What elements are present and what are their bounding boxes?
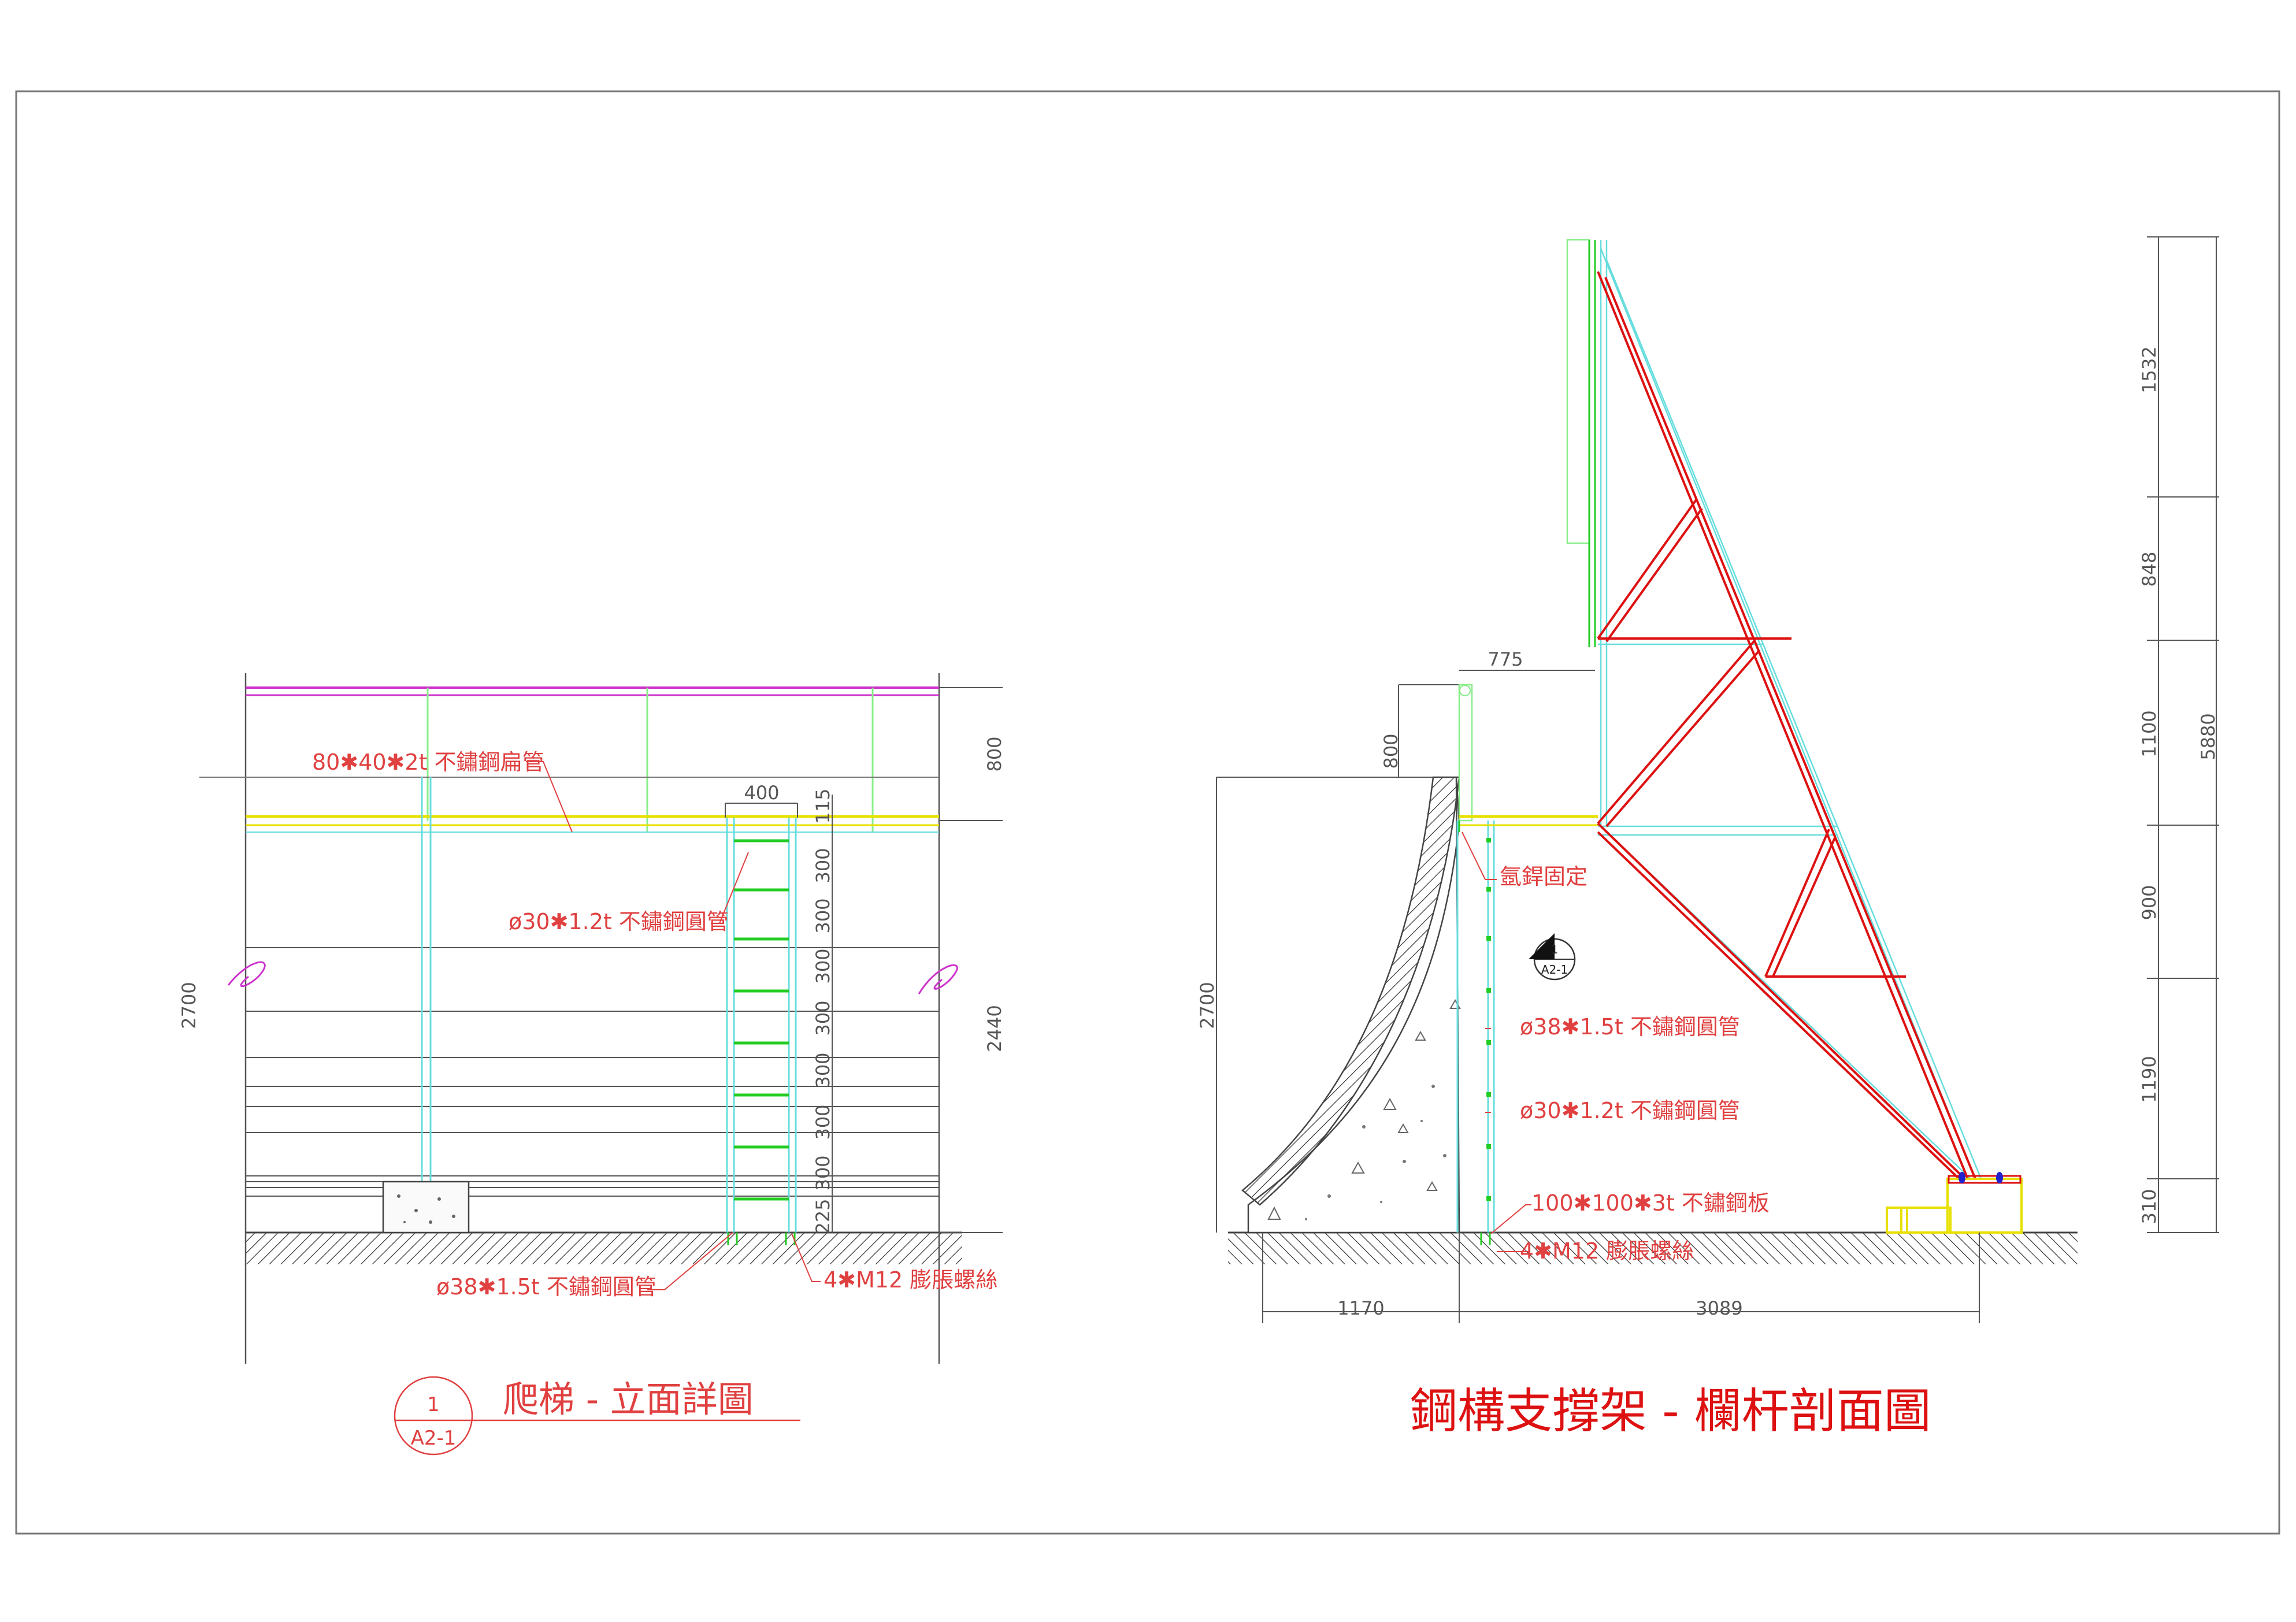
steel-truss bbox=[1597, 271, 1976, 1180]
section-marker-number: 1 bbox=[1551, 942, 1559, 956]
left-dimensions: 2700 2440 800 400 115 300 300 300 300 30… bbox=[178, 736, 1006, 1234]
dim-base-right: 3089 bbox=[1696, 1297, 1742, 1319]
note-right-rail-pipe: ø38✱1.5t 不鏽鋼圓管 bbox=[1520, 1014, 1740, 1040]
left-tag-sheet: A2-1 bbox=[411, 1427, 457, 1450]
ground-hatch-right bbox=[1228, 1233, 2078, 1264]
left-title-block: 1 A2-1 爬梯 - 立面詳圖 bbox=[394, 1376, 800, 1456]
dim-ladder-width: 400 bbox=[744, 782, 779, 804]
section-marker: 1 A2-1 bbox=[1529, 933, 1576, 981]
note-right-rung-pipe: ø30✱1.2t 不鏽鋼圓管 bbox=[1520, 1098, 1740, 1123]
dim-rung-5: 300 bbox=[812, 1052, 834, 1087]
break-symbol bbox=[227, 961, 266, 988]
dim-rung-6: 300 bbox=[812, 1104, 834, 1140]
note-rail-pipe: ø38✱1.5t 不鏽鋼圓管 bbox=[436, 1274, 656, 1300]
dim-rung-4: 300 bbox=[812, 1000, 834, 1035]
note-flat-pipe: 80✱40✱2t 不鏽鋼扁管 bbox=[312, 749, 544, 775]
note-rung-pipe: ø30✱1.2t 不鏽鋼圓管 bbox=[509, 909, 729, 934]
dim-overall: 5880 bbox=[2197, 713, 2219, 760]
dim-wall-height: 2700 bbox=[1196, 982, 1218, 1029]
dim-seg-4: 900 bbox=[2138, 885, 2160, 920]
dim-seg-1: 1532 bbox=[2138, 346, 2160, 393]
sheet-border bbox=[15, 90, 2280, 1535]
note-right-anchor-bolt: 4✱M12 膨脹螺絲 bbox=[1520, 1238, 1694, 1264]
dim-rung-7: 300 bbox=[812, 1155, 834, 1190]
note-anchor-bolt: 4✱M12 膨脹螺絲 bbox=[824, 1267, 997, 1293]
dim-total-height: 2700 bbox=[178, 982, 200, 1029]
dim-rung-1: 300 bbox=[812, 848, 834, 883]
dim-seg-6: 310 bbox=[2138, 1189, 2160, 1224]
concrete-footing bbox=[382, 1181, 470, 1234]
dim-rail-height: 800 bbox=[984, 736, 1006, 771]
dim-lower-height: 2440 bbox=[984, 1005, 1006, 1052]
ground-hatch-left bbox=[246, 1233, 962, 1264]
section-marker-sheet: A2-1 bbox=[1541, 963, 1568, 977]
note-weld: 氬銲固定 bbox=[1500, 864, 1587, 889]
support-section: 1 A2-1 bbox=[1216, 236, 2219, 1323]
right-notes: 氬銲固定 ø38✱1.5t 不鏽鋼圓管 ø30✱1.2t 不鏽鋼圓管 100✱1… bbox=[1500, 864, 1770, 1264]
dim-top-gap: 115 bbox=[812, 788, 834, 823]
dim-seg-2: 848 bbox=[2138, 551, 2160, 587]
dim-seg-3: 1100 bbox=[2138, 710, 2160, 757]
dim-rung-2: 300 bbox=[812, 898, 834, 933]
break-symbol bbox=[918, 964, 958, 994]
dim-right-rail-height: 800 bbox=[1380, 733, 1402, 769]
left-tag-number: 1 bbox=[427, 1393, 440, 1416]
note-plate: 100✱100✱3t 不鏽鋼板 bbox=[1531, 1190, 1770, 1216]
dim-rung-3: 300 bbox=[812, 948, 834, 983]
left-view-title: 爬梯 - 立面詳圖 bbox=[503, 1378, 754, 1420]
wall-face bbox=[1241, 776, 1460, 1206]
left-notes: 80✱40✱2t 不鏽鋼扁管 ø30✱1.2t 不鏽鋼圓管 ø38✱1.5t 不… bbox=[312, 749, 997, 1300]
dim-base-left: 1170 bbox=[1337, 1297, 1384, 1319]
ladder bbox=[725, 795, 833, 1245]
dim-bottom-gap: 225 bbox=[812, 1198, 834, 1234]
right-view-title: 鋼構支撐架 - 欄杆剖面圖 bbox=[1410, 1384, 1931, 1439]
right-dimensions: 775 800 2700 1170 3089 5880 1532 848 110… bbox=[1196, 346, 2219, 1319]
dim-seg-5: 1190 bbox=[2138, 1056, 2160, 1103]
dim-top-offset: 775 bbox=[1488, 648, 1523, 670]
ladder-elevation bbox=[199, 673, 1003, 1364]
